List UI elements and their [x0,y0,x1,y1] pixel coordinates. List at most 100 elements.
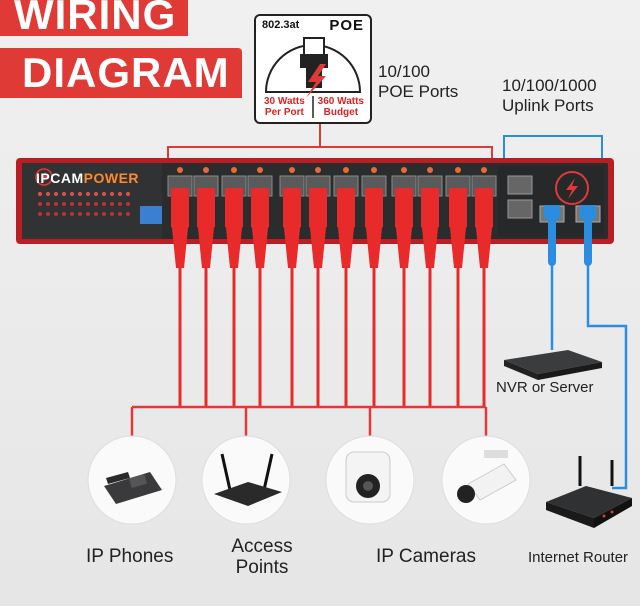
status-led [110,192,114,196]
status-led [62,212,66,216]
ip-cameras-caption: IP Cameras [376,546,476,567]
status-led [126,212,130,216]
poe-plug [225,188,243,228]
status-led [86,192,90,196]
status-led [102,212,106,216]
poe-plug [197,188,215,228]
status-led [94,192,98,196]
poe-boot [450,228,466,268]
port-led [401,167,407,173]
uplink-cables [544,205,628,490]
status-led [54,212,58,216]
port-led [177,167,183,173]
port-led [371,167,377,173]
poe-plug [283,188,301,228]
poe-boot [198,228,214,268]
status-led [102,192,106,196]
status-led [78,202,82,206]
access-points-caption: Access Points [231,536,293,578]
poe-plug [449,188,467,228]
status-led [78,192,82,196]
dome-camera-device [325,435,415,525]
poe-boot [226,228,242,268]
status-led [110,212,114,216]
poe-boot [366,228,382,268]
status-led [86,212,90,216]
uplink-ports-bracket [503,135,603,160]
status-led [70,202,74,206]
poe-plug [337,188,355,228]
poe-plug [421,188,439,228]
poe-badge: 802.3at POE 30 Watts Per Port 360 Watts … [254,14,372,124]
router-device [546,456,632,528]
status-led [94,202,98,206]
nvr-device [504,350,602,380]
uplink-port-2 [507,199,533,219]
poe-plug [171,188,189,228]
status-led [118,192,122,196]
brand-bolt-icon [35,168,53,186]
port-led [343,167,349,173]
port-led [455,167,461,173]
status-led [62,192,66,196]
ip-phones-caption: IP Phones [86,546,174,567]
port-led [231,167,237,173]
poe-plug [475,188,493,228]
poe-boot [338,228,354,268]
status-led [126,202,130,206]
status-led [38,202,42,206]
poe-ports-label: 10/100 POE Ports [378,62,459,101]
port-led [289,167,295,173]
status-led [126,192,130,196]
bolt-logo-icon [555,171,589,205]
status-led [118,212,122,216]
status-led [110,202,114,206]
status-led [70,192,74,196]
port-led [427,167,433,173]
power-budget: 360 Watts Budget [317,96,364,118]
per-port-power: 30 Watts Per Port [264,96,305,118]
status-led [54,192,58,196]
uplink-port-1 [507,175,533,195]
status-led [62,202,66,206]
ip-phone-device [87,435,177,525]
poe-plug [395,188,413,228]
poe-boot [284,228,300,268]
status-led [94,212,98,216]
status-led [70,212,74,216]
uplink-ports-label: 10/100/1000 Uplink Ports [502,76,597,115]
status-led [38,192,42,196]
poe-plug [251,188,269,228]
port-led [203,167,209,173]
poe-ports-bracket [167,120,493,160]
poe-logo: POE [329,17,364,34]
poe-plug [309,188,327,228]
router-label: Internet Router [528,549,629,566]
status-led [54,202,58,206]
poe-plug [365,188,383,228]
status-led [86,202,90,206]
port-led [481,167,487,173]
brand-logo: IPCAMPOWER [36,170,140,186]
port-led [257,167,263,173]
poe-boot [396,228,412,268]
title-line-1: WIRING [0,0,189,36]
port-led [315,167,321,173]
status-led [78,212,82,216]
poe-boot [172,228,188,268]
status-led [46,202,50,206]
poe-cables [167,167,497,407]
status-led [102,202,106,206]
title-line-2: DIAGRAM [0,48,242,98]
access-point-device [201,435,291,525]
poe-boot [310,228,326,268]
dip-switch [140,206,162,224]
nvr-label: NVR or Server [496,379,594,396]
status-led [46,212,50,216]
distribution-bus [130,405,488,438]
poe-boot [422,228,438,268]
poe-standard-label: 802.3at [262,19,300,31]
status-led [46,192,50,196]
